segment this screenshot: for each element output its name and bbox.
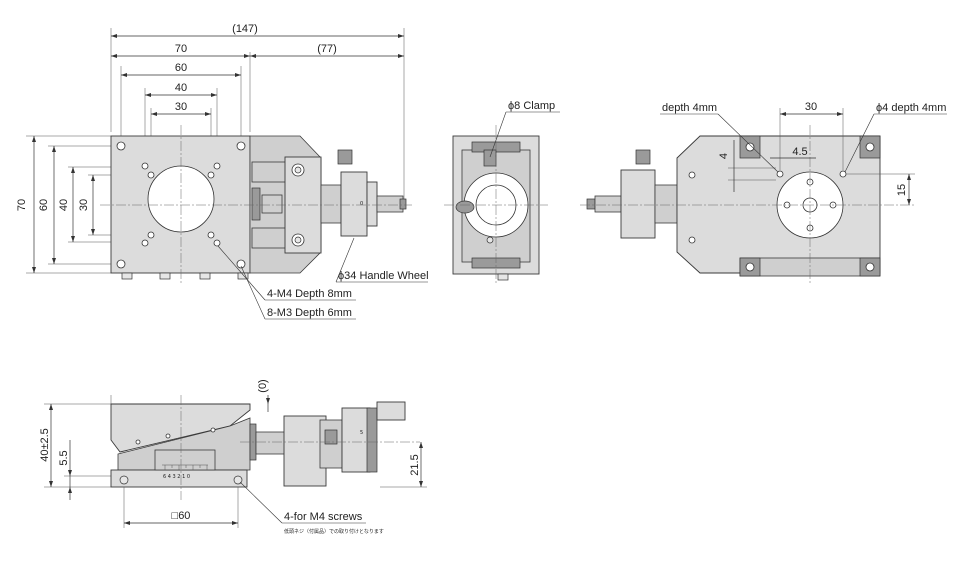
front-view: ϕ8 Clamp — [444, 100, 560, 285]
callout-phi4-depth: ϕ4 depth 4mm — [876, 102, 946, 114]
bottom-view: 30 4 4.5 15 depth 4mm ϕ4 depth 4mm — [580, 101, 947, 285]
dim-height-60: 60 — [38, 199, 50, 211]
wheel-mark-0: 0 — [360, 201, 363, 207]
dim-total-height: 40±2.5 — [39, 428, 51, 462]
dim-height-70: 70 — [16, 199, 28, 211]
callout-clamp: ϕ8 Clamp — [508, 100, 555, 112]
dim-hole-pitch-60: 60 — [175, 62, 187, 74]
side-scale-labels: 6 4 3 2 1 0 — [163, 474, 190, 480]
dim-hole-pitch-40: 40 — [175, 82, 187, 94]
side-view: 40±2.5 5.5 6 4 3 2 1 0 5 0 — [39, 201, 427, 535]
dim-axis-height: 21.5 — [409, 454, 421, 475]
top-view: (147) 70 (77) 60 40 30 70 — [16, 23, 429, 320]
dim-right-15: 15 — [896, 184, 908, 196]
callout-handle-wheel: ϕ34 Handle Wheel — [338, 270, 429, 282]
callout-m3-depth: 8-M3 Depth 6mm — [267, 307, 352, 319]
dim-right-4-5: 4.5 — [792, 146, 807, 158]
dim-right-30: 30 — [805, 101, 817, 113]
side-scale-ticks — [162, 464, 208, 470]
screw-note-jp: 低頭ネジ（付属品）での取り付けとなります — [284, 528, 384, 535]
callout-m4-depth: 4-M4 Depth 8mm — [267, 288, 352, 300]
dim-hole-pitch-30: 30 — [175, 101, 187, 113]
dim-zero-offset: (0) — [257, 379, 269, 392]
dim-height-30: 30 — [78, 199, 90, 211]
dim-overall-width: (147) — [232, 23, 258, 35]
dim-stage-width: 70 — [175, 43, 187, 55]
dim-height-40: 40 — [58, 199, 70, 211]
callout-m4-screws: 4-for M4 screws — [284, 511, 363, 523]
dim-right-4: 4 — [718, 153, 730, 159]
dim-micrometer-length: (77) — [317, 43, 337, 55]
callout-depth-4mm: depth 4mm — [662, 102, 717, 114]
wheel-mark-5: 5 — [360, 430, 363, 436]
dim-base-height: 5.5 — [58, 450, 70, 465]
mounting-holes-top — [116, 141, 246, 269]
dim-mount-square: □60 — [172, 510, 191, 522]
